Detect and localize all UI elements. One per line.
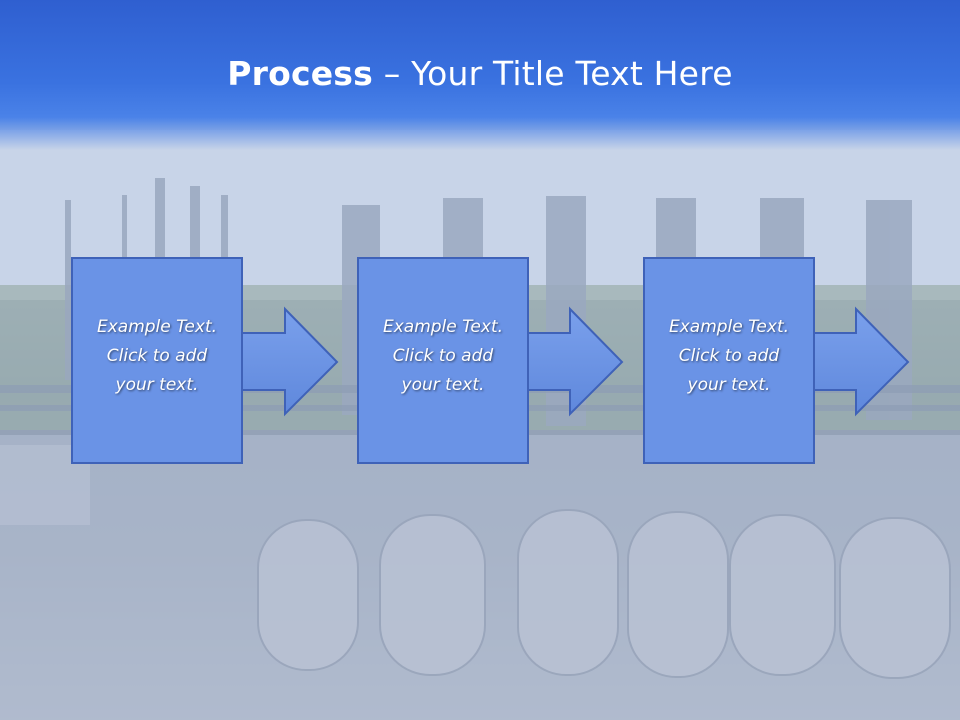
step-3-line-1: Example Text. — [668, 317, 790, 337]
right-arrow-icon — [525, 306, 624, 417]
step-2-line-3: your text. — [401, 375, 485, 395]
step-box-2[interactable] — [357, 257, 529, 464]
title-dash: – — [373, 54, 412, 93]
step-1-line-3: your text. — [115, 375, 199, 395]
step-text-2[interactable]: Example Text. Click to add your text. — [357, 313, 529, 400]
step-box-3[interactable] — [643, 257, 815, 464]
step-1-line-2: Click to add — [106, 346, 208, 366]
step-text-3[interactable]: Example Text. Click to add your text. — [643, 313, 815, 400]
title-rest: Your Title Text Here — [411, 54, 733, 93]
right-arrow-icon — [239, 306, 339, 417]
right-arrow-icon — [811, 306, 910, 417]
header-band — [0, 0, 960, 150]
step-text-1[interactable]: Example Text. Click to add your text. — [71, 313, 243, 400]
step-1-line-1: Example Text. — [96, 317, 218, 337]
step-box-1[interactable] — [71, 257, 243, 464]
title-bold: Process — [227, 54, 373, 93]
step-3-line-2: Click to add — [678, 346, 780, 366]
slide-title[interactable]: Process – Your Title Text Here — [0, 54, 960, 93]
step-2-line-2: Click to add — [392, 346, 494, 366]
step-2-line-1: Example Text. — [382, 317, 504, 337]
step-3-line-3: your text. — [687, 375, 771, 395]
